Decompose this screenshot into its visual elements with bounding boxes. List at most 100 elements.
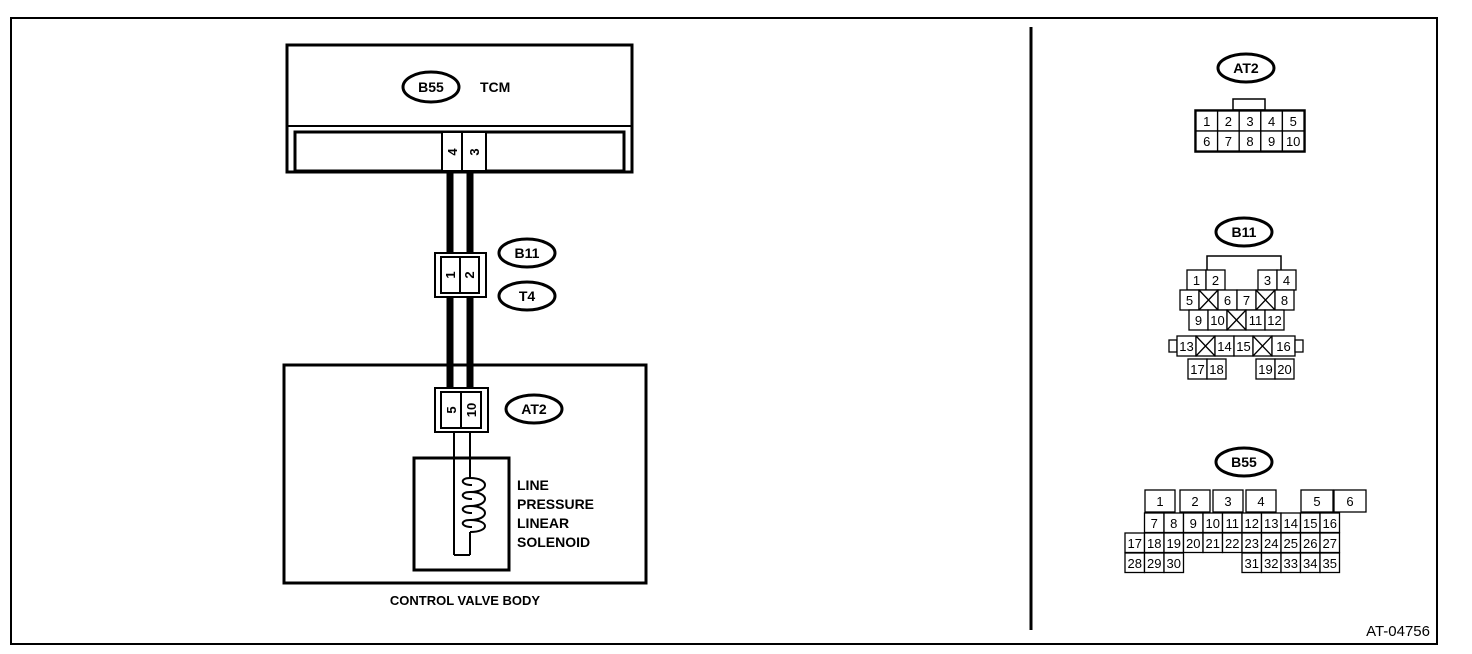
b55-view-pin-22: 22 (1225, 536, 1239, 551)
at2-view-pin-5: 5 (1290, 114, 1297, 129)
b55-view-pin-26: 26 (1303, 536, 1317, 551)
tcm-unit: B55 TCM 4 3 (285, 43, 634, 174)
b55-view-pin-23: 23 (1245, 536, 1259, 551)
tcm-connector-badge (401, 70, 461, 104)
connector-view-b11-code: B11 (1232, 224, 1257, 240)
control-valve-body: 5 10 AT2 LINE PRESSURE LINEAR SOLENOID (282, 363, 648, 585)
b11-view-pin-19: 19 (1258, 362, 1272, 377)
b11-view-pin-13: 13 (1179, 339, 1193, 354)
solenoid-label-line-2: PRESSURE (517, 496, 594, 512)
b55-view-pin-30-cell (1163, 552, 1185, 574)
b11-view-pin-14: 14 (1217, 339, 1231, 354)
blank-cavity-mark (1198, 289, 1219, 311)
b55-view-pin-12: 12 (1245, 516, 1259, 531)
b55-view-pin-11: 11 (1226, 516, 1240, 531)
b55-view-pin-19: 19 (1167, 536, 1181, 551)
b55-view-pin-5-cell (1300, 489, 1334, 513)
b11-latch-right (1294, 339, 1304, 353)
b55-view-pin-14: 14 (1284, 516, 1298, 531)
harness-code-b11: B11 (515, 245, 540, 261)
b55-view-pin-35: 35 (1323, 556, 1337, 571)
b55-view-pin-34: 34 (1303, 556, 1317, 571)
b55-view-pin-27: 27 (1323, 536, 1337, 551)
b55-view-pin-13: 13 (1264, 516, 1278, 531)
b11-view-pin-8: 8 (1281, 293, 1288, 308)
b55-view-pin-3-cell (1212, 489, 1244, 513)
b55-view-pin-15: 15 (1303, 516, 1317, 531)
at2-code: AT2 (521, 401, 547, 417)
harness-pin-2: 2 (462, 271, 477, 278)
b11-view-pin-12: 12 (1267, 313, 1281, 328)
b55-view-pin-28: 28 (1128, 556, 1142, 571)
b11-view-pin-18-cell (1206, 358, 1227, 380)
b55-view-pin-1: 1 (1156, 494, 1163, 509)
b11-view-pin-7: 7 (1243, 293, 1250, 308)
solenoid-coil-icon (469, 477, 486, 533)
blank-cavity-mark (1226, 309, 1247, 331)
b55-view-pin-21: 21 (1206, 536, 1220, 551)
b11-view-pin-9: 9 (1195, 313, 1202, 328)
blank-cavity-mark (1255, 289, 1276, 311)
figure-id: AT-04756 (1366, 623, 1430, 640)
outer-frame (10, 17, 1438, 645)
at2-badge (504, 393, 564, 425)
b55-view-pin-9: 9 (1190, 516, 1197, 531)
at2-view-pin-1: 1 (1203, 114, 1210, 129)
at2-view-pin-8: 8 (1246, 134, 1253, 149)
b55-view-pin-5: 5 (1313, 494, 1320, 509)
b55-view-pin-18: 18 (1147, 536, 1161, 551)
b11-view-pin-3: 3 (1264, 273, 1271, 288)
b55-view-pin-33: 33 (1284, 556, 1298, 571)
b55-view-pin-29: 29 (1147, 556, 1161, 571)
at2-pin-10: 10 (464, 403, 479, 417)
b11-view-pin-6: 6 (1224, 293, 1231, 308)
tcm-pin-4: 4 (445, 148, 460, 156)
solenoid-label-line-1: LINE (517, 477, 549, 493)
b55-view-pin-20: 20 (1186, 536, 1200, 551)
b55-view-pin-6: 6 (1346, 494, 1353, 509)
tcm-name: TCM (480, 79, 510, 95)
solenoid-box (412, 456, 511, 572)
b55-view-pin-35-cell (1319, 552, 1341, 574)
blank-cavity-mark (1252, 335, 1273, 357)
at2-view-pin-4: 4 (1268, 114, 1275, 129)
solenoid-label-line-3: LINEAR (517, 515, 569, 531)
b55-view-pin-24: 24 (1264, 536, 1278, 551)
at2-view-pin-2: 2 (1225, 114, 1232, 129)
at2-view-pin-10-cell (1281, 130, 1305, 152)
at2-view-pin-10: 10 (1286, 134, 1300, 149)
b55-view-pin-8: 8 (1170, 516, 1177, 531)
b11-latch-left (1168, 339, 1178, 353)
b55-view-pin-16: 16 (1323, 516, 1337, 531)
blank-cavity-mark (1195, 335, 1216, 357)
control-valve-body-label: CONTROL VALVE BODY (390, 593, 541, 608)
connector-view-at2-code: AT2 (1233, 60, 1259, 76)
tcm-connector-code: B55 (418, 79, 444, 95)
harness-code-b11-badge (497, 237, 557, 269)
b55-view-pin-6-cell (1333, 489, 1367, 513)
b11-view-pin-11: 11 (1249, 313, 1263, 328)
at2-view-pin-9: 9 (1268, 134, 1275, 149)
at2-view-pin-3: 3 (1246, 114, 1253, 129)
b11-view-pin-17: 17 (1190, 362, 1204, 377)
b55-view-pin-32: 32 (1264, 556, 1278, 571)
b11-view-pin-2: 2 (1212, 273, 1219, 288)
harness-code-t4-badge (497, 280, 557, 312)
b11-view-pin-20: 20 (1277, 362, 1291, 377)
b11-view-pin-10: 10 (1210, 313, 1224, 328)
b11-view-pin-18: 18 (1209, 362, 1223, 377)
b55-view-pin-10: 10 (1206, 516, 1220, 531)
b11-view-pin-12-cell (1264, 309, 1285, 331)
b11-view-pin-16: 16 (1276, 339, 1290, 354)
at2-view-pin-7: 7 (1225, 134, 1232, 149)
harness-connector: 1 2 B11 T4 (434, 237, 557, 312)
b55-view-pin-4: 4 (1257, 494, 1264, 509)
b55-view-pin-31: 31 (1245, 556, 1259, 571)
b55-view-pin-17: 17 (1128, 536, 1142, 551)
b55-view-pin-25: 25 (1284, 536, 1298, 551)
b11-view-pin-20-cell (1274, 358, 1295, 380)
solenoid-label-line-4: SOLENOID (517, 534, 590, 550)
b55-view-pin-2-cell (1179, 489, 1211, 513)
